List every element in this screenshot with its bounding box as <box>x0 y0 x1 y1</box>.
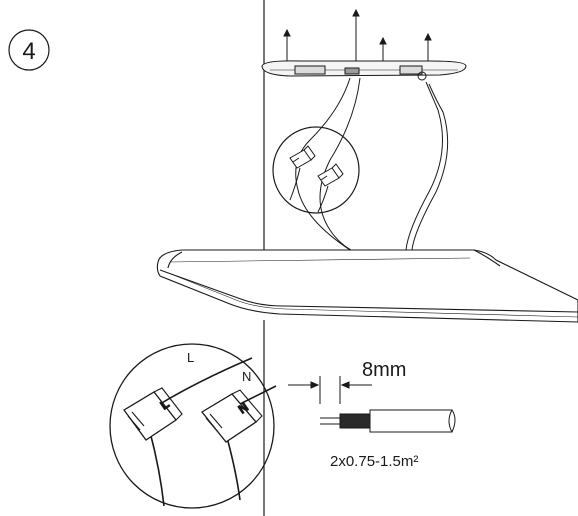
step-number-badge: 4 <box>8 29 50 71</box>
stripped-cable: 2x0.75-1.5m² <box>320 409 456 470</box>
wire-n-label: N <box>242 369 251 384</box>
cable-cross-section-label: 2x0.75-1.5m² <box>330 453 418 470</box>
wire-l-label: L <box>187 350 194 365</box>
strip-length-label: 8mm <box>362 359 406 381</box>
supply-wires <box>295 77 449 253</box>
strip-length-dimension: 8mm <box>288 359 406 404</box>
connector-detail-small <box>272 126 360 214</box>
wire-connector <box>317 163 344 187</box>
step-number: 4 <box>22 38 35 65</box>
wire-connector: L <box>123 387 183 441</box>
wire-connector <box>289 145 316 169</box>
led-panel <box>156 249 578 323</box>
mounting-plate <box>261 8 467 81</box>
connector-detail-large: L N L N <box>109 343 277 509</box>
